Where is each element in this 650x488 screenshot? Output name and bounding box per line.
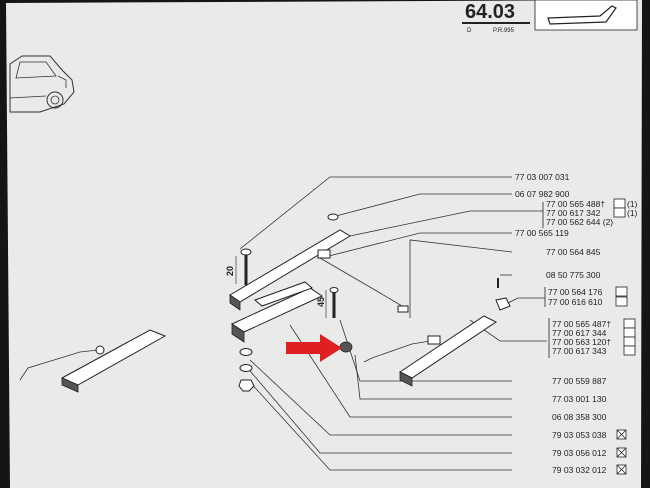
highlight-arrow	[286, 334, 342, 362]
stud-part	[325, 287, 339, 318]
svg-text:77 00 617 343: 77 00 617 343	[552, 346, 607, 356]
svg-text:(1): (1)	[627, 208, 638, 218]
cross-box-icon	[616, 429, 627, 440]
bolt-length-label: 20	[225, 266, 235, 276]
svg-text:79 03 056 012: 79 03 056 012	[552, 448, 607, 458]
leader-lines	[239, 176, 547, 471]
part-label: 77 00 565 119	[515, 228, 569, 238]
spacer-block	[230, 281, 324, 343]
cross-box-icon	[616, 447, 627, 458]
part-label: 77 00 564 176	[548, 286, 628, 297]
washer-top	[327, 213, 339, 221]
svg-text:77 00 562 644 (2): 77 00 562 644 (2)	[546, 217, 613, 227]
header-seat-thumbnail-box	[534, 0, 638, 31]
part-number-list: 77 03 007 031 06 07 982 900 77 00 565 48…	[515, 172, 638, 475]
clip-nut	[495, 297, 511, 311]
part-label: 79 03 032 012	[552, 464, 627, 475]
seat-left-icon	[615, 286, 628, 297]
part-label: 77 00 617 343	[552, 345, 636, 356]
upper-slide-rail	[229, 229, 351, 311]
bushing	[339, 341, 353, 353]
svg-text:77 00 563 120†: 77 00 563 120†	[552, 337, 611, 347]
part-label: 77 00 559 887	[552, 376, 607, 386]
page-header: 64.03 D P.R.995	[462, 0, 638, 34]
bolt-part	[235, 248, 252, 285]
seat-left-icon	[613, 207, 626, 218]
svg-text:79 03 053 038: 79 03 053 038	[552, 430, 607, 440]
seat-right-icon	[623, 345, 636, 356]
seat-left-icon	[623, 318, 636, 329]
svg-text:77 00 565 119: 77 00 565 119	[515, 228, 569, 238]
svg-text:77 00 565 488†: 77 00 565 488†	[546, 199, 605, 209]
seat-left-icon	[613, 198, 626, 209]
part-label: 06 07 982 900	[515, 189, 570, 199]
part-label: 79 03 053 038	[552, 429, 627, 440]
svg-text:77 03 001 130: 77 03 001 130	[552, 394, 607, 404]
part-label: 08 50 775 300	[546, 270, 601, 280]
part-label: 77 00 617 342 (1)	[546, 207, 638, 218]
svg-text:77 00 565 487†: 77 00 565 487†	[552, 319, 611, 329]
release-cable	[319, 257, 403, 307]
svg-text:77 00 617 344: 77 00 617 344	[552, 328, 607, 338]
seat-thumbnail-icon	[547, 5, 617, 25]
stud-length-label: 45	[316, 297, 326, 307]
seat-right-icon	[615, 296, 628, 307]
nut	[238, 379, 255, 392]
seat-left-icon	[623, 327, 636, 338]
svg-text:77 00 617 342: 77 00 617 342	[546, 208, 601, 218]
header-ref: P.R.995	[493, 28, 515, 34]
svg-text:77 00 564 845: 77 00 564 845	[546, 247, 601, 257]
part-label: 77 03 001 130	[552, 394, 607, 404]
cable-clip	[397, 305, 409, 313]
svg-text:77 03 007 031: 77 03 007 031	[515, 172, 570, 182]
washer-lower	[239, 348, 253, 356]
part-label: 77 00 562 644 (2)	[546, 217, 613, 227]
part-label: 77 03 007 031	[515, 172, 570, 182]
svg-text:06 08 358 300: 06 08 358 300	[552, 412, 607, 422]
part-label: 79 03 056 012	[552, 447, 627, 458]
svg-text:06 07 982 900: 06 07 982 900	[515, 189, 570, 199]
left-seat-rail	[19, 329, 167, 393]
small-hardware	[238, 278, 511, 392]
svg-text:77 00 616 610: 77 00 616 610	[548, 297, 603, 307]
svg-text:77 00 559 887: 77 00 559 887	[552, 376, 607, 386]
cross-box-icon	[616, 464, 627, 475]
header-letter: D	[467, 28, 472, 34]
seat-right-icon	[623, 336, 636, 347]
part-label: 77 00 616 610	[548, 296, 628, 307]
page-number: 64.03	[465, 1, 515, 23]
svg-text:(1): (1)	[627, 199, 638, 209]
lock-washer	[239, 364, 253, 372]
svg-text:79 03 032 012: 79 03 032 012	[552, 465, 607, 475]
car-illustration	[9, 55, 75, 113]
svg-text:08 50 775 300: 08 50 775 300	[546, 270, 601, 280]
right-seat-rail	[363, 315, 497, 387]
svg-text:77 00 564 176: 77 00 564 176	[548, 287, 603, 297]
part-label: 77 00 564 845	[546, 247, 601, 257]
part-label: 06 08 358 300	[552, 412, 607, 422]
